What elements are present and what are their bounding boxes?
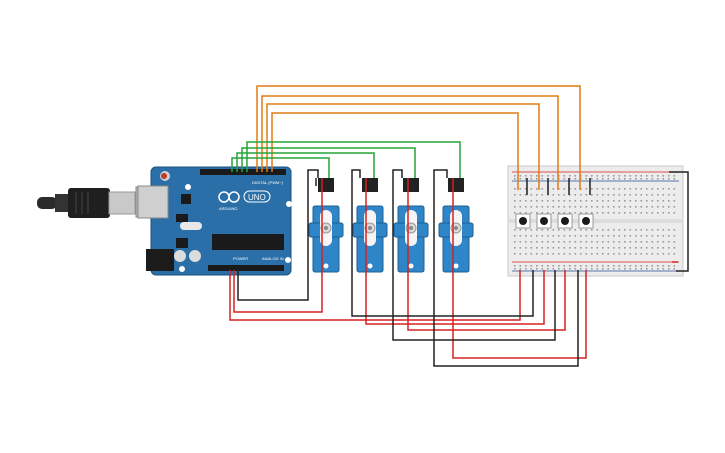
- power-pins-label: POWER: [233, 256, 248, 261]
- wire: [256, 85, 581, 190]
- arduino-logo-text: ARDUINO: [219, 206, 237, 211]
- wire: [241, 147, 416, 178]
- wire: [392, 169, 403, 178]
- arduino-logo: [218, 191, 240, 203]
- wire: [433, 169, 448, 178]
- wire: [271, 112, 519, 190]
- pushbutton[interactable]: [515, 213, 531, 229]
- uno-model-text: UNO: [248, 193, 266, 202]
- servo-motor[interactable]: [393, 178, 429, 273]
- servo-motor[interactable]: [438, 178, 474, 273]
- servo-motor[interactable]: [352, 178, 388, 273]
- wire: [229, 270, 521, 321]
- breadboard[interactable]: [507, 165, 684, 277]
- wire: [351, 178, 534, 317]
- arduino-uno-board[interactable]: ARDUINO UNO DIGITAL (PWM~) POWER ANALOG …: [137, 166, 292, 276]
- wire: [246, 141, 461, 178]
- power-wires: [229, 178, 678, 359]
- wire: [236, 152, 375, 178]
- breadboard-holes: [514, 175, 676, 270]
- analog-pins-label: ANALOG IN: [262, 256, 284, 261]
- wire: [237, 169, 319, 301]
- wire: [365, 178, 545, 325]
- wire: [452, 178, 587, 359]
- wire: [669, 171, 689, 272]
- servo-motor[interactable]: [308, 178, 344, 273]
- pushbutton[interactable]: [557, 213, 573, 229]
- wire: [392, 178, 556, 341]
- ground-wires: [237, 169, 689, 367]
- wire: [261, 95, 559, 190]
- wire: [266, 103, 540, 190]
- wire: [433, 178, 579, 367]
- servo-signal-wires: [231, 141, 461, 178]
- digital-pins-label: DIGITAL (PWM~): [252, 180, 284, 185]
- wire: [231, 157, 330, 178]
- pushbutton[interactable]: [536, 213, 552, 229]
- wire: [351, 169, 361, 178]
- wire: [233, 178, 323, 313]
- pushbutton[interactable]: [578, 213, 594, 229]
- wire: [407, 178, 566, 331]
